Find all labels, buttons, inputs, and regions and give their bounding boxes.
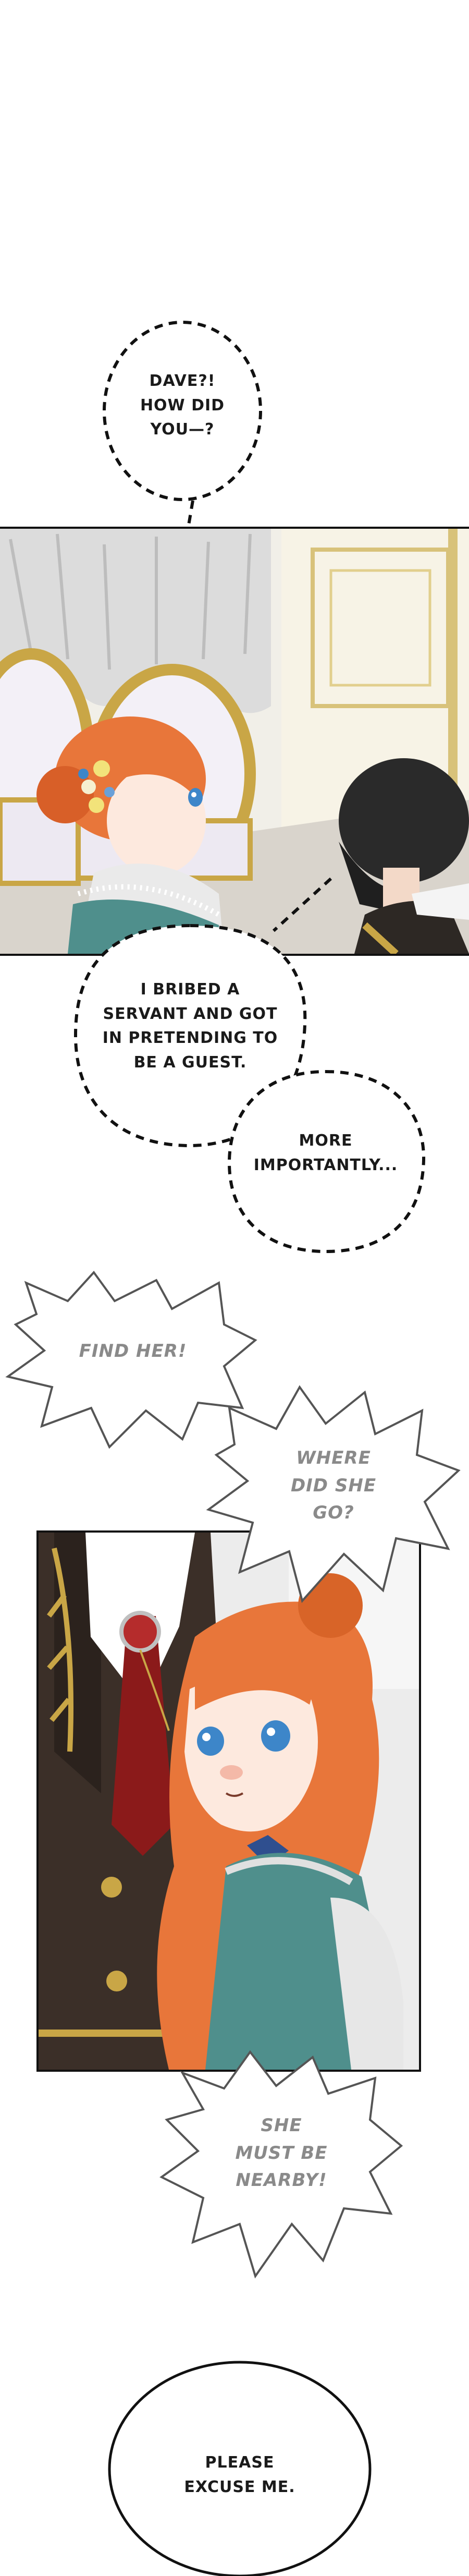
bubble-line: IN PRETENDING TO: [102, 1029, 278, 1047]
bubble-outline: [5, 1270, 257, 1449]
shout-bubble-2: WHERE DID SHE GO?: [203, 1371, 464, 1611]
bubble-outline: [206, 1385, 461, 1603]
shout-bubble-3: SHE MUST BE NEARBY!: [156, 2042, 406, 2287]
speech-bubble-solid: PLEASE EXCUSE ME.: [104, 2357, 375, 2576]
bubble-line: BE A GUEST.: [133, 1053, 247, 1072]
bubble-line: YOU—?: [150, 420, 215, 439]
bubble-tail: [272, 877, 332, 932]
bubble-outline: [227, 1070, 426, 1254]
panel-closeup-scene: [36, 1530, 421, 2072]
bubble-line: SHE: [261, 2115, 302, 2136]
bubble-outline: [103, 321, 262, 501]
panel-hall-scene: [0, 527, 469, 956]
bubble-line: IMPORTANTLY...: [253, 1156, 398, 1174]
bubble-line: MUST BE: [235, 2142, 328, 2164]
shout-bubble-1: FIND HER!: [5, 1251, 261, 1460]
speech-bubble-dashed-3: MORE IMPORTANTLY...: [221, 1066, 430, 1257]
speech-bubble-dashed-2: I BRIBED A SERVANT AND GOT IN PRETENDING…: [68, 920, 313, 1152]
bubble-line: MORE: [299, 1132, 353, 1150]
bubble-line: DID SHE: [290, 1475, 377, 1496]
speech-bubble-dashed-1: DAVE?! HOW DID YOU—?: [102, 317, 263, 505]
bubble-line: WHERE: [296, 1448, 371, 1468]
bubble-outline: [73, 924, 307, 1148]
bubble-line: I BRIBED A: [140, 980, 240, 999]
bubble-line: FIND HER!: [79, 1341, 187, 1362]
bubble-line: DAVE?!: [149, 372, 216, 390]
bubble-line: NEARBY!: [236, 2170, 327, 2191]
bubble-line: EXCUSE ME.: [184, 2477, 295, 2496]
bubble-line: SERVANT AND GOT: [103, 1004, 278, 1023]
closeup-illustration: [39, 1533, 419, 2070]
hall-illustration: [0, 529, 469, 954]
bubble-line: PLEASE: [205, 2453, 275, 2472]
bubble-line: HOW DID: [140, 396, 225, 415]
bubble-outline: [159, 2050, 403, 2279]
bubble-line: GO?: [313, 1502, 354, 1524]
